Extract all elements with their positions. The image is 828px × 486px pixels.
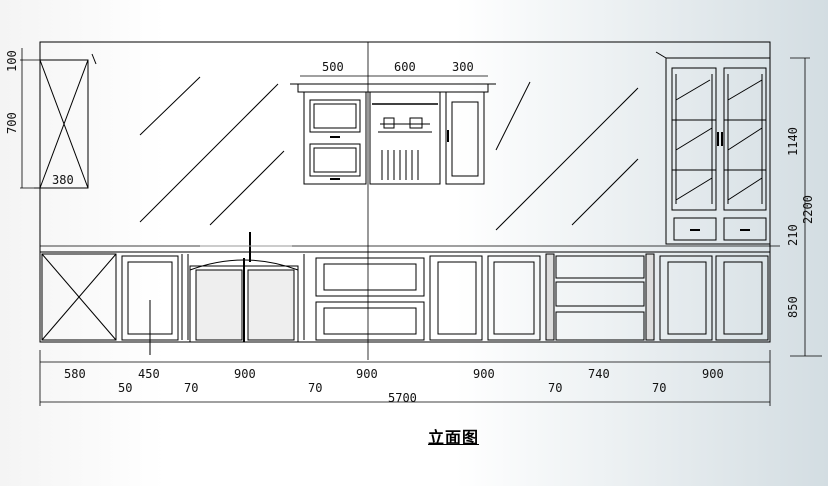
dim-right-lower: 850 (786, 296, 800, 318)
dim-right-upper: 1140 (786, 127, 800, 156)
dim-wall-left-bottom: 380 (52, 173, 74, 187)
dim-wall-left-top: 100 (5, 50, 19, 72)
dim-gap-4: 70 (548, 381, 562, 395)
drawing-title: 立面图 (428, 428, 480, 447)
dim-base-1: 580 (64, 367, 86, 381)
dim-wall-left: 700 (5, 112, 19, 134)
dim-gap-2: 70 (184, 381, 198, 395)
dim-right-total: 2200 (801, 195, 815, 224)
dim-base-3: 900 (234, 367, 256, 381)
dim-gap-1: 50 (118, 381, 132, 395)
dim-wall-top-2: 600 (394, 60, 416, 74)
base-cabinets (39, 232, 771, 355)
dim-right-gap: 210 (786, 224, 800, 246)
dim-gap-5: 70 (652, 381, 666, 395)
dim-base-2: 450 (138, 367, 160, 381)
dimension-lines (20, 48, 822, 406)
dim-wall-top-1: 500 (322, 60, 344, 74)
wall-window (39, 53, 97, 189)
upper-cabinet-group (290, 83, 496, 185)
dim-total: 5700 (388, 391, 417, 405)
dim-wall-top-3: 300 (452, 60, 474, 74)
tall-glass-cabinet (655, 51, 771, 245)
dim-base-7: 900 (702, 367, 724, 381)
dim-gap-3: 70 (308, 381, 322, 395)
glass-hatches (139, 76, 639, 231)
dim-base-4: 900 (356, 367, 378, 381)
dim-base-6: 740 (588, 367, 610, 381)
dim-base-5: 900 (473, 367, 495, 381)
